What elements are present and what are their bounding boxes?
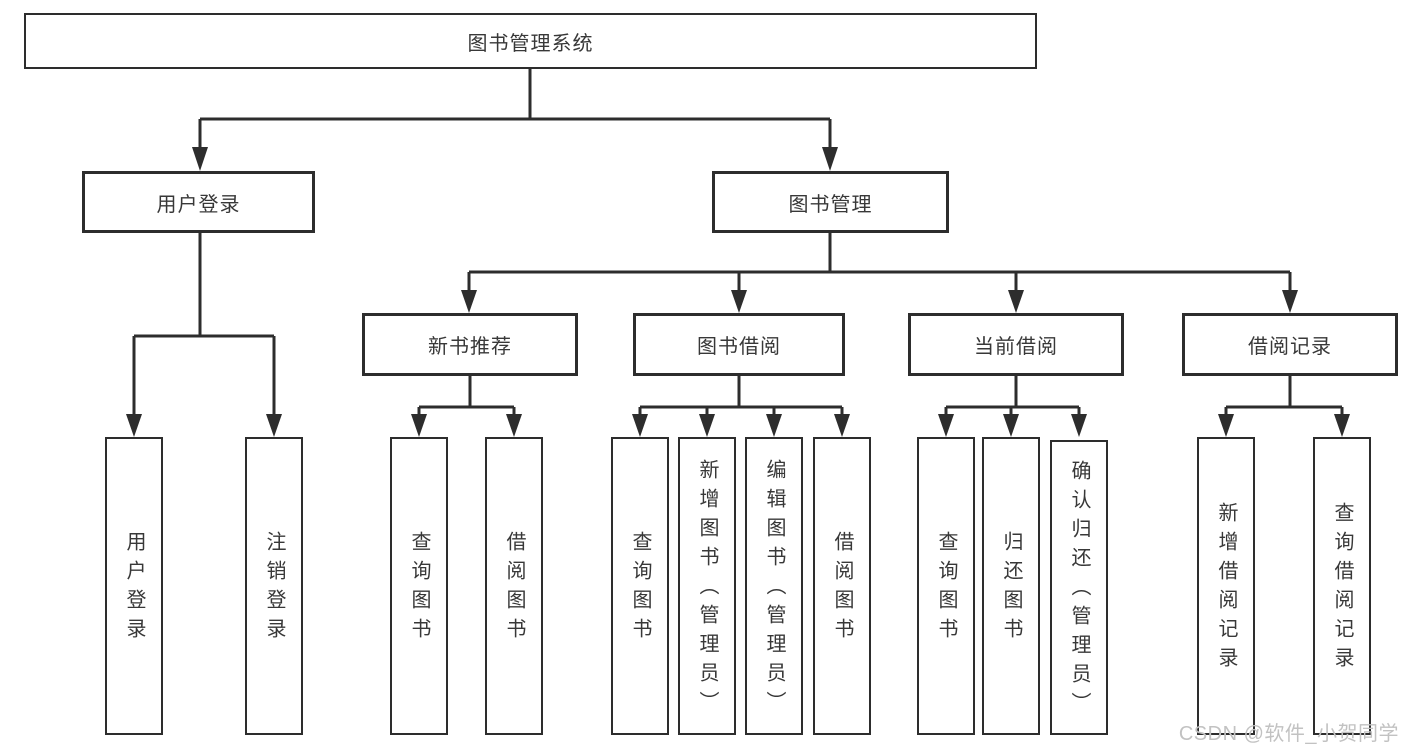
leaf-query-borrow-record: 查询借阅记录 bbox=[1313, 437, 1371, 735]
leaf-query-book-borrowing: 查询图书 bbox=[611, 437, 669, 735]
leaf-confirm-return-admin: 确认归还（管理员） bbox=[1050, 440, 1108, 735]
leaf-borrow-book-borrowing: 借阅图书 bbox=[813, 437, 871, 735]
node-new-book-recommendation: 新书推荐 bbox=[362, 313, 578, 376]
watermark: CSDN @软件_小贺同学 bbox=[1178, 723, 1399, 745]
node-book-borrowing: 图书借阅 bbox=[633, 313, 845, 376]
node-library-management-system: 图书管理系统 bbox=[24, 13, 1037, 69]
leaf-borrow-book-newrec: 借阅图书 bbox=[485, 437, 543, 735]
leaf-return-book: 归还图书 bbox=[982, 437, 1040, 735]
node-borrowing-records: 借阅记录 bbox=[1182, 313, 1398, 376]
leaf-user-login: 用户登录 bbox=[105, 437, 163, 735]
leaf-add-borrow-record: 新增借阅记录 bbox=[1197, 437, 1255, 735]
leaf-edit-book-admin: 编辑图书（管理员） bbox=[745, 437, 803, 735]
leaf-query-book-newrec: 查询图书 bbox=[390, 437, 448, 735]
leaf-query-book-current: 查询图书 bbox=[917, 437, 975, 735]
node-user-login: 用户登录 bbox=[82, 171, 315, 233]
node-current-borrowing: 当前借阅 bbox=[908, 313, 1124, 376]
leaf-logout: 注销登录 bbox=[245, 437, 303, 735]
node-book-management: 图书管理 bbox=[712, 171, 949, 233]
arrowhead-icons bbox=[126, 147, 1350, 437]
leaf-add-book-admin: 新增图书（管理员） bbox=[678, 437, 736, 735]
